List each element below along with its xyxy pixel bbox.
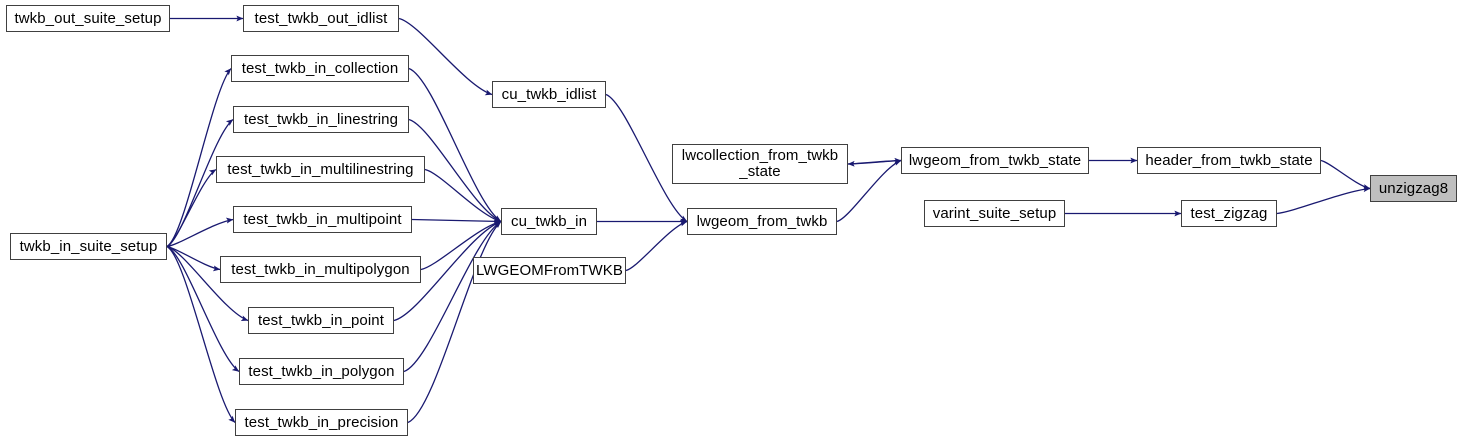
graph-node-label: test_twkb_in_collection [241, 59, 399, 77]
graph-edge-lwgeom_from_twkb-to-lwgeom_from_twkb_state [836, 159, 902, 223]
graph-edge-test_twkb_in_point-to-cu_twkb_in [393, 220, 502, 322]
graph-edge-test_twkb_in_polygon-to-cu_twkb_in [403, 220, 502, 373]
graph-edge-twkb_in_suite_setup-to-test_twkb_in_precision [166, 245, 236, 423]
graph-edge-test_twkb_in_linestring-to-cu_twkb_in [408, 118, 502, 223]
graph-node-label: test_twkb_in_multipoint [243, 210, 402, 228]
graph-edge-test_twkb_in_collection-to-cu_twkb_in [408, 67, 502, 223]
graph-edge-cu_twkb_idlist-to-lwgeom_from_twkb [605, 93, 688, 223]
graph-node-label: twkb_in_suite_setup [19, 237, 158, 255]
graph-node-varint_suite_setup[interactable]: varint_suite_setup [924, 200, 1065, 227]
graph-node-label: test_zigzag [1190, 204, 1268, 222]
graph-node-label: test_twkb_in_precision [244, 413, 399, 431]
graph-node-twkb_in_suite_setup[interactable]: twkb_in_suite_setup [10, 233, 167, 260]
graph-node-test_twkb_in_point[interactable]: test_twkb_in_point [248, 307, 394, 334]
graph-node-lwgeom_from_twkb_state[interactable]: lwgeom_from_twkb_state [901, 147, 1089, 174]
graph-node-label: test_twkb_in_multilinestring [227, 160, 414, 178]
graph-node-LWGEOMFromTWKB[interactable]: LWGEOMFromTWKB [473, 257, 626, 284]
graph-edge-twkb_in_suite_setup-to-test_twkb_in_point [166, 245, 249, 322]
graph-node-test_twkb_in_multipolygon[interactable]: test_twkb_in_multipolygon [220, 256, 421, 283]
graph-node-cu_twkb_in[interactable]: cu_twkb_in [501, 208, 597, 235]
graph-edge-twkb_in_suite_setup-to-test_twkb_in_multipoint [166, 217, 234, 248]
graph-node-test_twkb_in_multipoint[interactable]: test_twkb_in_multipoint [233, 206, 412, 233]
graph-edge-test_twkb_in_multilinestring-to-cu_twkb_in [424, 168, 502, 223]
graph-node-unzigzag8[interactable]: unzigzag8 [1370, 175, 1457, 202]
graph-node-label: lwgeom_from_twkb [696, 212, 828, 230]
graph-edge-twkb_in_suite_setup-to-test_twkb_in_linestring [166, 118, 234, 248]
graph-node-label: header_from_twkb_state [1145, 151, 1313, 169]
graph-node-label: test_twkb_in_point [257, 311, 385, 329]
graph-edge-test_twkb_out_idlist-to-cu_twkb_idlist [398, 17, 493, 96]
graph-edge-twkb_in_suite_setup-to-test_twkb_in_polygon [166, 245, 240, 373]
graph-node-label: cu_twkb_in [510, 212, 588, 230]
graph-edge-header_from_twkb_state-to-unzigzag8 [1320, 159, 1371, 190]
graph-edge-test_zigzag-to-unzigzag8 [1276, 186, 1371, 215]
graph-node-twkb_out_suite_setup[interactable]: twkb_out_suite_setup [6, 5, 170, 32]
graph-node-lwgeom_from_twkb[interactable]: lwgeom_from_twkb [687, 208, 837, 235]
graph-node-test_twkb_in_multilinestring[interactable]: test_twkb_in_multilinestring [216, 156, 425, 183]
graph-node-label: test_twkb_in_polygon [248, 362, 395, 380]
graph-node-label: lwcollection_from_twkb _state [681, 147, 839, 180]
graph-node-label: lwgeom_from_twkb_state [908, 151, 1082, 169]
graph-node-test_twkb_in_precision[interactable]: test_twkb_in_precision [235, 409, 408, 436]
graph-edge-LWGEOMFromTWKB-to-lwgeom_from_twkb [625, 220, 688, 272]
graph-edge-twkb_in_suite_setup-to-test_twkb_in_collection [166, 68, 232, 248]
graph-node-label: twkb_out_suite_setup [14, 9, 162, 27]
graph-edge-test_twkb_in_multipolygon-to-cu_twkb_in [420, 220, 502, 271]
graph-node-label: test_twkb_in_linestring [243, 110, 399, 128]
graph-node-test_zigzag[interactable]: test_zigzag [1181, 200, 1277, 227]
graph-edge-test_twkb_in_precision-to-cu_twkb_in [407, 221, 502, 424]
graph-node-test_twkb_in_collection[interactable]: test_twkb_in_collection [231, 55, 409, 82]
graph-edge-test_twkb_in_multipoint-to-cu_twkb_in [411, 218, 502, 225]
graph-node-label: unzigzag8 [1378, 179, 1449, 197]
graph-node-lwcollection_from_twkb_state[interactable]: lwcollection_from_twkb _state [672, 144, 848, 184]
graph-node-label: test_twkb_out_idlist [254, 9, 388, 27]
graph-node-test_twkb_out_idlist[interactable]: test_twkb_out_idlist [243, 5, 399, 32]
graph-node-label: test_twkb_in_multipolygon [231, 260, 410, 278]
graph-node-test_twkb_in_polygon[interactable]: test_twkb_in_polygon [239, 358, 404, 385]
graph-node-cu_twkb_idlist[interactable]: cu_twkb_idlist [492, 81, 606, 108]
graph-edge-twkb_in_suite_setup-to-test_twkb_in_multilinestring [166, 168, 217, 248]
graph-node-test_twkb_in_linestring[interactable]: test_twkb_in_linestring [233, 106, 409, 133]
graph-node-label: LWGEOMFromTWKB [476, 261, 623, 279]
graph-node-label: varint_suite_setup [932, 204, 1057, 222]
graph-edge-lwcollection_from_twkb_state-to-lwgeom_from_twkb_state [847, 157, 902, 165]
graph-node-label: cu_twkb_idlist [501, 85, 597, 103]
graph-node-header_from_twkb_state[interactable]: header_from_twkb_state [1137, 147, 1321, 174]
